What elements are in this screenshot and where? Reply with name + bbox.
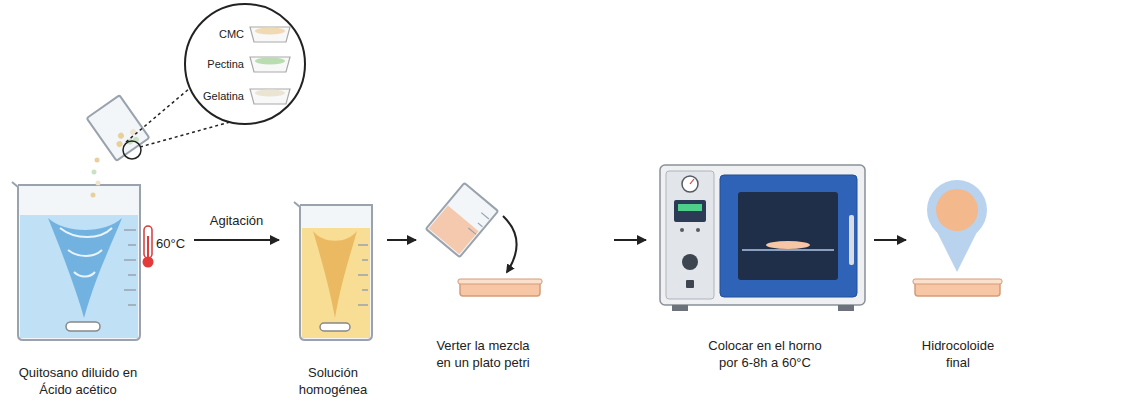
beaker-chitosan — [124, 230, 136, 305]
flow-arrow — [194, 239, 279, 241]
step-caption: Colocar en el horno por 6-8h a 60°C — [700, 337, 830, 371]
petri-dish — [458, 279, 542, 296]
process-step: Quitosano diluido en Ácido acético — [0, 150, 190, 400]
step-caption: Quitosano diluido en Ácido acético — [3, 364, 153, 398]
falling-powder — [96, 181, 101, 186]
falling-powder — [95, 158, 100, 163]
oven — [660, 165, 865, 311]
beaker-chitosan — [48, 218, 122, 318]
oven — [686, 280, 694, 288]
edge-label: Agitación — [208, 213, 265, 229]
thermometer — [147, 236, 149, 258]
pouring-beaker — [129, 128, 137, 136]
oven — [742, 249, 834, 251]
process-step: Colocar en el horno por 6-8h a 60°C — [650, 160, 870, 373]
magnifier — [185, 4, 305, 124]
flow-arrow — [387, 239, 416, 241]
oven — [738, 192, 838, 280]
thermometer — [143, 257, 154, 268]
beaker-solution — [294, 202, 372, 340]
oven — [678, 204, 702, 211]
weighing-boat — [255, 28, 285, 35]
falling-powder — [92, 170, 97, 175]
weighing-boat — [250, 89, 290, 104]
location-marker — [927, 180, 987, 240]
oven — [672, 305, 688, 311]
beaker-solution — [302, 228, 370, 338]
falling-powder — [91, 158, 101, 198]
oven — [682, 254, 698, 270]
flow-arrow — [614, 239, 646, 241]
oven — [680, 228, 684, 232]
oven — [660, 165, 865, 305]
process-step: Hidrocoloide final — [910, 170, 1005, 373]
beaker-chitosan — [20, 215, 138, 338]
temperature-label: 60°C — [156, 236, 190, 252]
oven — [766, 241, 810, 249]
location-marker — [927, 180, 987, 272]
process-step: Verter la mezcla en un plato petri — [420, 180, 610, 373]
magnifier — [123, 4, 305, 159]
pouring-beaker — [426, 183, 498, 257]
petri-dish — [913, 279, 1002, 284]
weighing-boat — [255, 90, 285, 97]
thermometer — [143, 226, 154, 268]
ingredient-label: CMC — [186, 27, 244, 41]
falling-powder — [91, 193, 96, 198]
petri-dish — [458, 279, 542, 284]
step-caption: Verter la mezcla en un plato petri — [429, 337, 537, 371]
magnifier — [123, 141, 141, 159]
beaker-chitosan — [12, 182, 140, 340]
beaker-chitosan — [66, 322, 100, 331]
beaker-solution — [294, 202, 372, 340]
pouring-beaker — [87, 95, 150, 161]
ingredient-label: Pectina — [186, 57, 244, 71]
beaker-solution — [358, 245, 368, 305]
location-marker — [936, 189, 978, 231]
pouring-beaker — [468, 213, 489, 235]
step-caption: Hidrocoloide final — [912, 337, 1004, 371]
beaker-solution — [313, 231, 357, 318]
process-step: Solución homogénea — [283, 195, 383, 400]
beaker-chitosan — [12, 182, 140, 340]
oven — [682, 176, 698, 192]
weighing-boat — [250, 27, 290, 104]
pour-arrow — [503, 216, 517, 272]
flow-arrow — [874, 239, 906, 241]
weighing-boat — [250, 57, 290, 72]
oven — [849, 215, 854, 265]
oven — [720, 175, 857, 297]
oven — [690, 179, 694, 184]
pouring-beaker — [117, 132, 125, 140]
oven — [838, 305, 854, 311]
oven — [696, 228, 700, 232]
petri-dish — [913, 279, 1002, 296]
ingredient-label: Gelatina — [186, 89, 244, 103]
oven — [674, 200, 706, 222]
pouring-beaker — [115, 140, 123, 148]
thermometer — [144, 226, 152, 258]
pouring-beaker — [426, 183, 498, 257]
beaker-solution — [320, 323, 350, 331]
beaker-chitosan — [60, 228, 112, 277]
weighing-boat — [250, 27, 290, 42]
pouring-beaker — [87, 95, 150, 161]
oven — [666, 171, 714, 299]
weighing-boat — [255, 58, 285, 65]
step-caption: Solución homogénea — [283, 364, 383, 398]
